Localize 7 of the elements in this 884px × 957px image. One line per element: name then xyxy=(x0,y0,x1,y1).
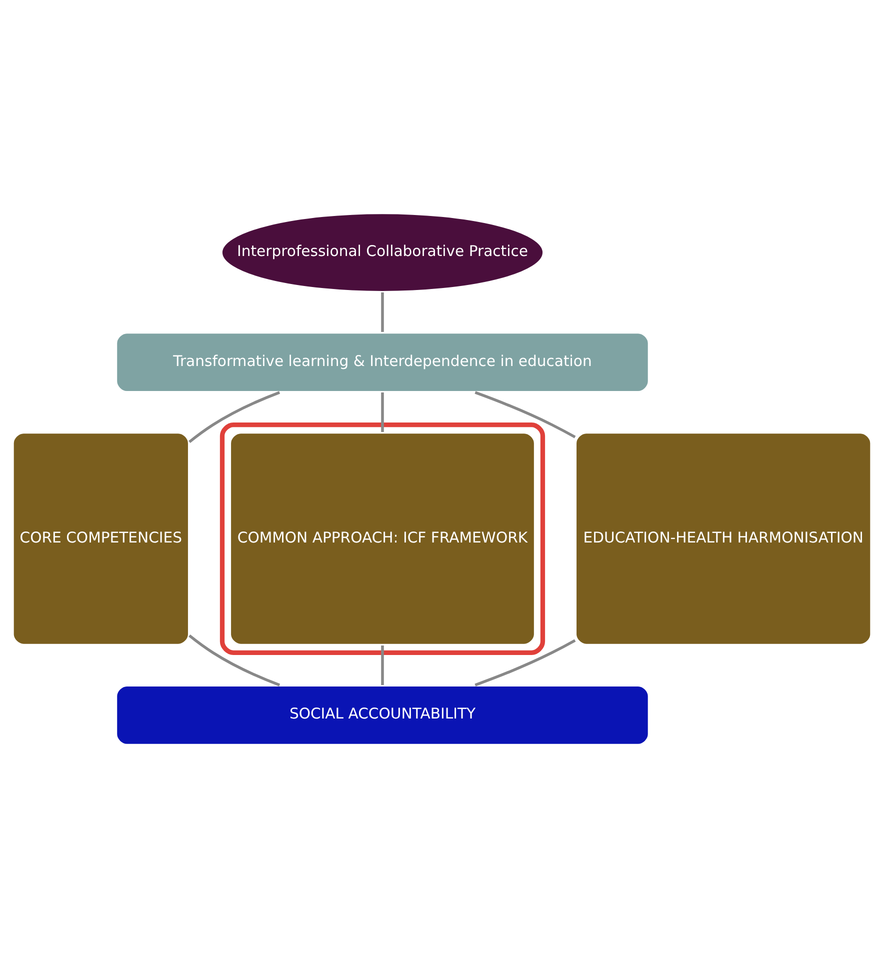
connector xyxy=(381,645,384,685)
connector xyxy=(474,390,576,438)
connector xyxy=(474,638,576,686)
connector xyxy=(188,390,280,443)
connector xyxy=(381,292,384,332)
connector xyxy=(188,634,280,686)
connector xyxy=(381,392,384,432)
